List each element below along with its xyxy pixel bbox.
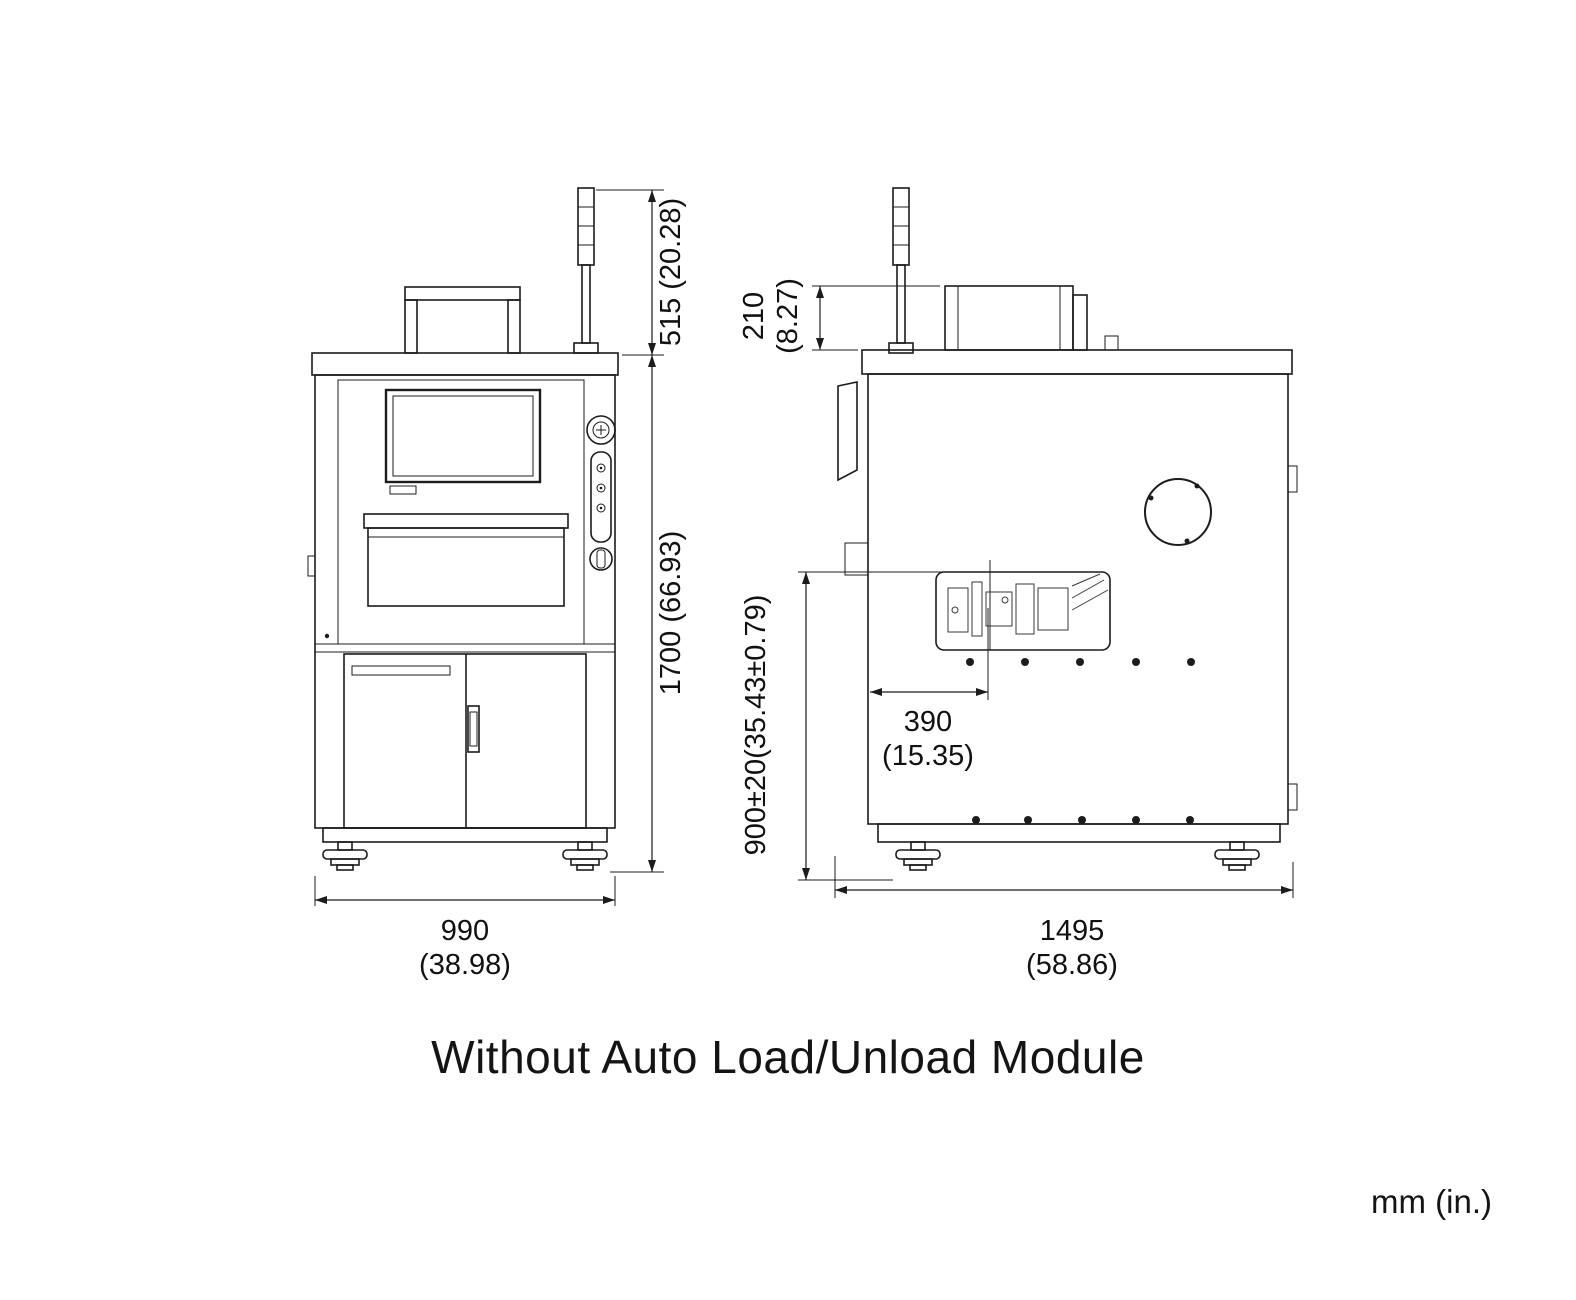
- emergency-stop-button: [586, 415, 616, 445]
- dimension-label-390-in: (15.35): [882, 740, 974, 772]
- front-dimensions: 515 (20.28) 1700 (66.93) 990 (38.98): [314, 189, 687, 981]
- leveling-foot: [562, 841, 608, 871]
- side-view: [837, 187, 1298, 871]
- screw-row-lower: [972, 816, 1194, 824]
- control-strip: [590, 451, 612, 543]
- front-view: [307, 187, 619, 871]
- dimension-label-990-mm: 990: [441, 915, 489, 947]
- dimension-label-1495-mm: 1495: [1040, 915, 1105, 947]
- front-panel: [337, 379, 585, 645]
- top-module: [944, 285, 1088, 351]
- drawing-caption: Without Auto Load/Unload Module: [431, 1031, 1145, 1083]
- leveling-foot: [322, 841, 368, 871]
- dimension-label-990-in: (38.98): [419, 949, 511, 981]
- side-dimensions: 210 (8.27) 900±20(35.43±0.79) 390 (15.35…: [738, 278, 1294, 981]
- dimension-label-390-mm: 390: [904, 706, 952, 738]
- display-screen: [384, 388, 542, 495]
- dimension-label-900: 900±20(35.43±0.79): [740, 595, 772, 856]
- assembly-detail: [935, 560, 1111, 651]
- dimension-label-210-in: (8.27): [772, 278, 804, 354]
- dimension-label-210-mm: 210: [738, 292, 770, 340]
- signal-tower-icon: [888, 187, 914, 354]
- screw-row-upper: [966, 658, 1195, 666]
- units-label: mm (in.): [1371, 1183, 1492, 1220]
- front-drawer: [363, 513, 569, 607]
- side-right-tab: [1287, 465, 1298, 493]
- side-right-tab: [1287, 783, 1298, 811]
- leveling-foot: [1214, 841, 1260, 871]
- signal-tower-icon: [573, 187, 599, 354]
- leveling-foot: [895, 841, 941, 871]
- key-switch: [589, 547, 613, 571]
- top-handle: [404, 286, 521, 354]
- dimension-label-1700: 1700 (66.93): [655, 531, 687, 695]
- front-body: [314, 374, 616, 829]
- dimension-label-1495-in: (58.86): [1026, 949, 1118, 981]
- side-base: [877, 823, 1281, 843]
- port-circle: [1144, 478, 1212, 546]
- front-top-plate: [311, 352, 619, 376]
- top-sensor: [1104, 335, 1119, 351]
- cabinet-doors: [343, 653, 587, 829]
- side-left-bracket: [844, 542, 869, 576]
- dimension-label-515: 515 (20.28): [655, 198, 687, 346]
- front-base: [322, 827, 608, 843]
- side-top-plate: [861, 349, 1293, 375]
- side-left-panel: [837, 381, 858, 482]
